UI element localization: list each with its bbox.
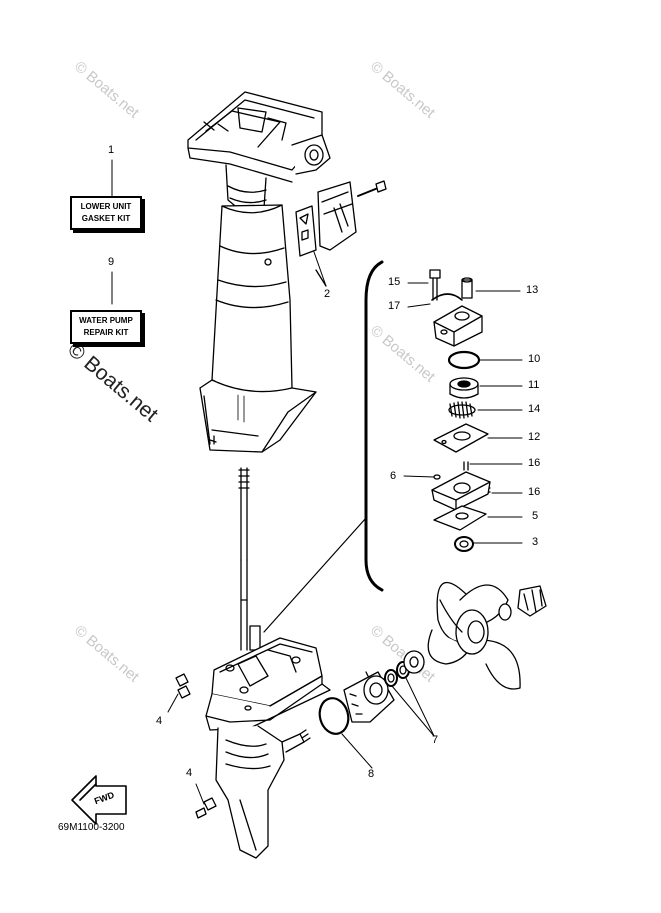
leader-lines	[111, 159, 523, 805]
diagram-part-number: 69M1100-3200	[58, 822, 125, 833]
part-10-o-ring	[447, 350, 481, 370]
callout-10: 10	[528, 353, 541, 365]
kit-line-1: WATER PUMP	[79, 316, 133, 325]
part-16-pin-upper	[463, 461, 469, 471]
callout-12: 12	[528, 431, 541, 443]
part-4-bolt-upper	[175, 673, 191, 699]
callout-16-lower: 16	[528, 486, 541, 498]
part-3-oil-seal	[454, 536, 474, 552]
part-5-gasket	[433, 505, 487, 531]
callout-5: 5	[532, 510, 539, 522]
drive-shaft	[238, 467, 250, 651]
bearing-housing	[343, 671, 395, 723]
callout-11: 11	[528, 379, 540, 391]
thrust-washer	[403, 650, 425, 674]
callout-17: 17	[388, 300, 401, 312]
callout-7: 7	[432, 734, 439, 746]
kit-line-1: LOWER UNIT	[80, 202, 132, 211]
part-4-bolt-lower	[195, 797, 217, 819]
prop-nut	[517, 585, 547, 617]
lower-casing	[205, 625, 331, 859]
propeller	[427, 581, 521, 690]
callout-4-lower: 4	[186, 767, 193, 779]
part-17-clip	[431, 293, 463, 301]
callout-1: 1	[108, 144, 115, 156]
callout-6: 6	[390, 470, 397, 482]
part-12-plate	[433, 423, 489, 453]
part-8-o-ring	[318, 697, 350, 735]
callout-16-upper: 16	[528, 457, 541, 469]
lower-unit-gasket-kit-label: LOWER UNIT GASKET KIT	[70, 196, 142, 230]
callout-8: 8	[368, 768, 375, 780]
pump-housing	[433, 305, 483, 347]
callout-4-upper: 4	[156, 715, 163, 727]
callout-13: 13	[526, 284, 539, 296]
part-7-seals	[384, 661, 410, 687]
callout-2: 2	[324, 288, 331, 300]
upper-casing	[187, 91, 331, 453]
callout-3: 3	[532, 536, 539, 548]
part-6-key	[433, 474, 441, 480]
callout-9: 9	[108, 256, 115, 268]
kit-line-2: REPAIR KIT	[83, 328, 129, 337]
part-2-cover	[295, 180, 387, 287]
group-bracket	[364, 260, 384, 592]
part-15-bolt	[429, 269, 441, 301]
fwd-arrow	[71, 775, 127, 825]
part-14-impeller	[448, 401, 476, 419]
prop-washer	[498, 603, 512, 621]
part-13-pin	[461, 277, 473, 299]
kit-line-2: GASKET KIT	[81, 214, 131, 223]
callout-14: 14	[528, 403, 541, 415]
part-11-insert	[449, 377, 479, 399]
water-pump-repair-kit-label: WATER PUMP REPAIR KIT	[70, 310, 142, 344]
pump-base	[431, 471, 491, 511]
callout-15: 15	[388, 276, 401, 288]
